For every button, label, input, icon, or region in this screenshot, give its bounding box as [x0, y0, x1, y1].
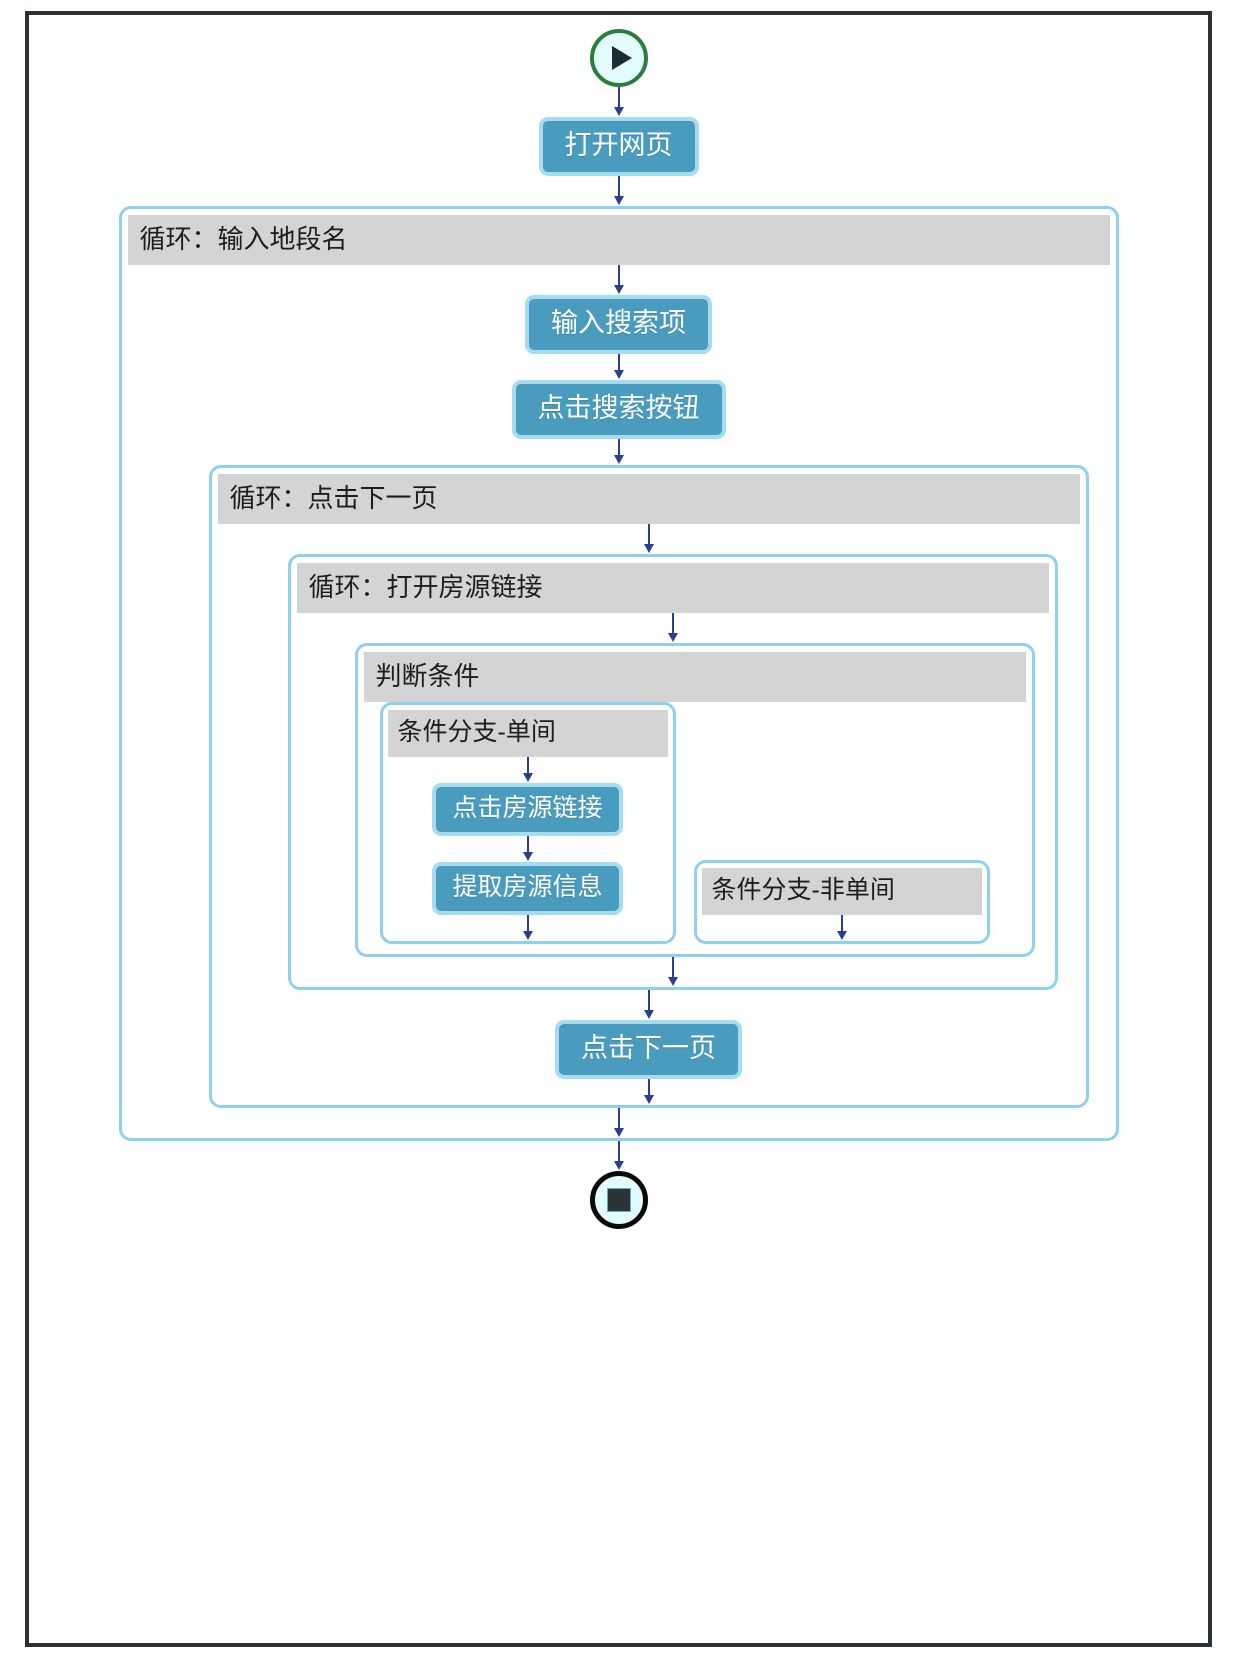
step-input-search-term[interactable]: 输入搜索项 — [525, 295, 712, 354]
loop-click-next-page-title: 循环：点击下一页 — [217, 474, 1080, 524]
stop-icon — [606, 1188, 631, 1212]
step-click-listing-link[interactable]: 点击房源链接 — [432, 783, 623, 836]
connector-arrow — [612, 439, 626, 465]
condition-branch-row: 条件分支-单间 点击房源链接 提取房源信息 — [358, 702, 1032, 944]
connector-arrow — [521, 836, 535, 862]
loop-input-district-body: 输入搜索项 点击搜索按钮 循环：点击下一页 循环：打开房源链接 — [122, 265, 1116, 1138]
play-icon — [611, 46, 632, 70]
condition-block-title: 判断条件 — [363, 652, 1026, 702]
step-extract-listing-info[interactable]: 提取房源信息 — [432, 862, 623, 915]
connector-arrow — [666, 613, 680, 643]
step-open-page[interactable]: 打开网页 — [538, 117, 699, 176]
connector-arrow — [666, 957, 680, 987]
flow-root: 打开网页 循环：输入地段名 输入搜索项 点击搜索按钮 循环：点击下一页 — [29, 15, 1208, 1643]
connector-arrow — [612, 1141, 626, 1171]
loop-input-district[interactable]: 循环：输入地段名 输入搜索项 点击搜索按钮 循环：点击下一页 — [118, 206, 1119, 1141]
condition-block[interactable]: 判断条件 条件分支-单间 点击房源链接 — [354, 643, 1035, 957]
loop-open-listing-link-title: 循环：打开房源链接 — [296, 563, 1049, 613]
spacer — [358, 944, 1032, 954]
connector-arrow — [612, 87, 626, 117]
loop-open-listing-link[interactable]: 循环：打开房源链接 判断条件 — [287, 554, 1058, 990]
branch-single-room[interactable]: 条件分支-单间 点击房源链接 提取房源信息 — [379, 702, 676, 944]
connector-arrow — [835, 915, 849, 941]
branch-not-single-room-body — [697, 915, 987, 941]
start-node[interactable] — [589, 29, 648, 87]
branch-not-single-room-title: 条件分支-非单间 — [701, 868, 982, 915]
branch-single-room-title: 条件分支-单间 — [387, 710, 668, 757]
loop-click-next-page-body: 循环：打开房源链接 判断条件 — [212, 524, 1086, 1105]
connector-arrow — [642, 524, 656, 554]
connector-arrow — [642, 990, 656, 1020]
branch-not-single-room[interactable]: 条件分支-非单间 — [693, 860, 990, 944]
connector-arrow — [521, 915, 535, 941]
connector-arrow — [612, 354, 626, 380]
end-node[interactable] — [589, 1171, 648, 1229]
connector-arrow — [642, 1079, 656, 1105]
connector-arrow — [612, 176, 626, 206]
branch-single-room-body: 点击房源链接 提取房源信息 — [383, 757, 673, 941]
connector-arrow — [612, 265, 626, 295]
loop-open-listing-link-body: 判断条件 条件分支-单间 点击房源链接 — [291, 613, 1055, 987]
loop-input-district-title: 循环：输入地段名 — [127, 215, 1110, 265]
step-click-next-page[interactable]: 点击下一页 — [555, 1020, 742, 1079]
step-click-search-button[interactable]: 点击搜索按钮 — [511, 380, 726, 439]
connector-arrow — [521, 757, 535, 783]
diagram-frame: 打开网页 循环：输入地段名 输入搜索项 点击搜索按钮 循环：点击下一页 — [25, 11, 1212, 1647]
loop-click-next-page[interactable]: 循环：点击下一页 循环：打开房源链接 判断条件 — [208, 465, 1089, 1108]
connector-arrow — [612, 1108, 626, 1138]
